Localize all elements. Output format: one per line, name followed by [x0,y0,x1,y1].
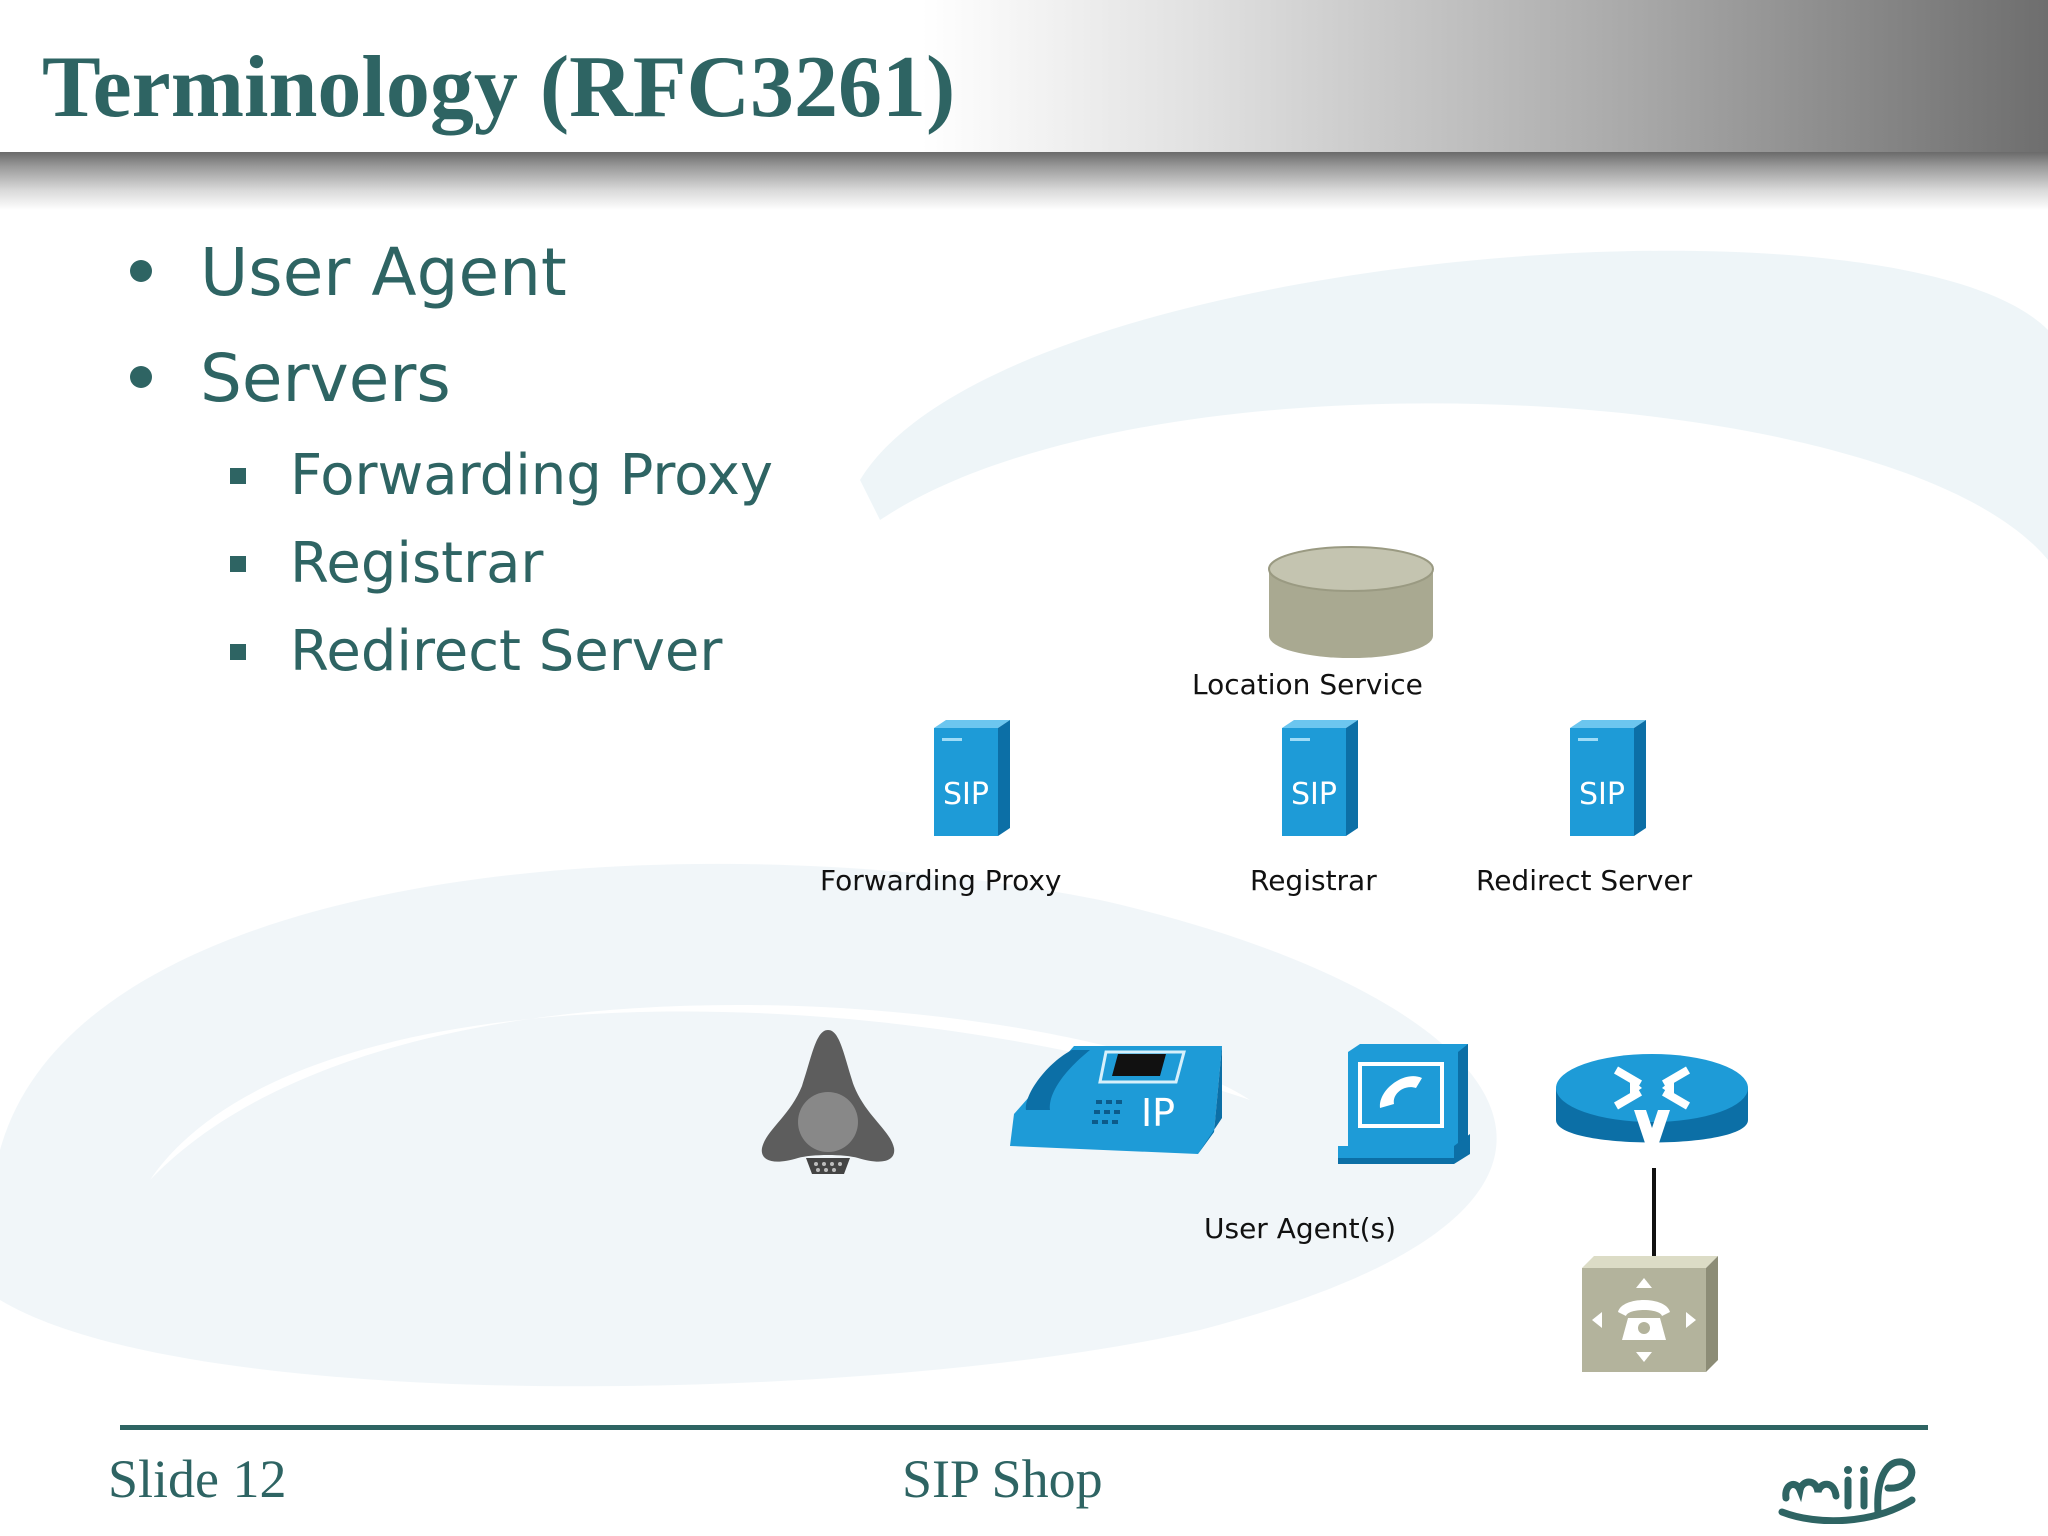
sip-text: SIP [1291,777,1337,812]
connection-line [1652,1168,1656,1260]
sip-server-icon: SIP [934,720,1010,836]
bullet-text: Servers [200,340,451,417]
redirect-server-label: Redirect Server [1476,864,1693,897]
sub-bullet-square [230,468,246,484]
sub-bullet-text: Redirect Server [290,619,723,684]
header-band [0,0,2048,160]
sub-bullet-square [230,556,246,572]
footer-title: SIP Shop [902,1449,1103,1509]
sub-bullet-item: Redirect Server [230,624,722,680]
ip-text: IP [1141,1091,1175,1135]
slide-number: Slide 12 [108,1449,287,1509]
bullet-text: User Agent [200,234,567,311]
sub-bullet-item: Forwarding Proxy [230,448,773,504]
bullet-dot [130,260,152,282]
bullet-item: User Agent [130,240,567,306]
sip-server-icon: SIP [1282,720,1358,836]
location-service-label: Location Service [1192,668,1423,701]
logo-icon [1778,1458,1916,1524]
header-shadow [0,152,2048,210]
voice-gateway-router-icon [1556,1054,1748,1152]
user-agents-label: User Agent(s) [1204,1212,1397,1245]
softphone-icon [1338,1044,1470,1164]
bullet-item: Servers [130,346,451,412]
bullet-dot [130,366,152,388]
analog-phone-box-icon [1582,1256,1718,1372]
sip-server-icon: SIP [1570,720,1646,836]
registrar-label: Registrar [1250,864,1377,897]
conference-phone-icon [761,1030,895,1174]
database-icon [1268,546,1434,658]
sub-bullet-square [230,644,246,660]
sip-text: SIP [943,777,989,812]
sip-text: SIP [1579,777,1625,812]
sub-bullet-text: Forwarding Proxy [290,443,773,508]
ip-phone-icon: IP [1010,1046,1222,1154]
sub-bullet-item: Registrar [230,536,543,592]
slide-title: Terminology (RFC3261) [42,39,956,136]
sub-bullet-text: Registrar [290,531,544,596]
forwarding-proxy-label: Forwarding Proxy [820,864,1062,897]
footer-rule [120,1425,1928,1430]
